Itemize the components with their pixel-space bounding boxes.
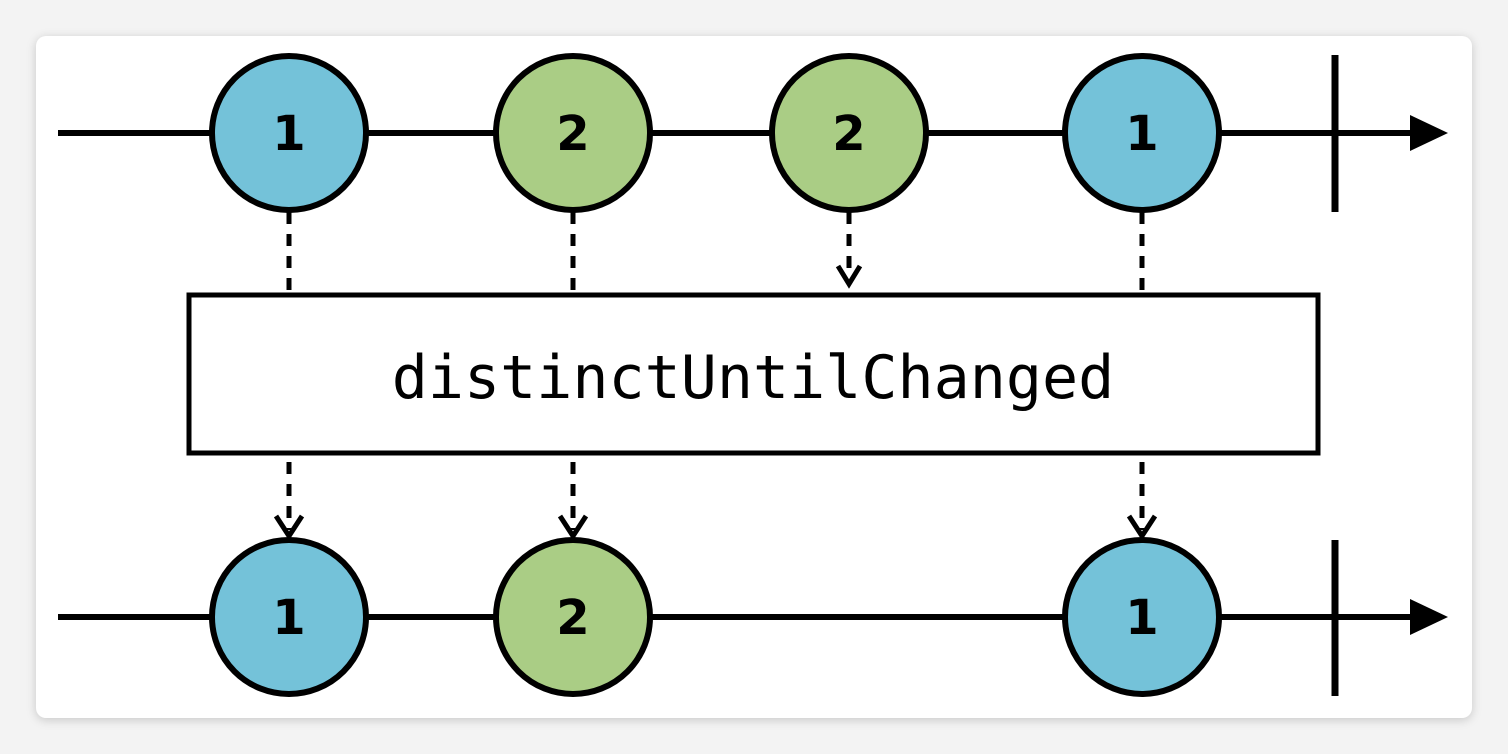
marble-label: 1 [272, 106, 305, 162]
input-marble: 2 [493, 53, 653, 213]
marble-circle [769, 53, 929, 213]
marble-circle [1062, 53, 1222, 213]
input-marble: 2 [769, 53, 929, 213]
marble-label: 2 [832, 106, 865, 162]
input-connectors [286, 212, 1145, 292]
connector-arrowhead [1126, 514, 1158, 541]
input-marble: 1 [209, 53, 369, 213]
operator-label: distinctUntilChanged [392, 343, 1114, 413]
output-timeline-arrowhead [1410, 599, 1448, 635]
input-marbles: 1 2 2 1 [209, 53, 1222, 213]
marble-circle [209, 537, 369, 697]
operator-box: distinctUntilChanged [186, 292, 1321, 456]
input-marble: 1 [1062, 53, 1222, 213]
input-timeline-arrowhead [1410, 115, 1448, 151]
marble-circle [1062, 537, 1222, 697]
output-marble: 2 [493, 537, 653, 697]
marble-circle [493, 53, 653, 213]
marble-label: 2 [556, 106, 589, 162]
marble-circle [493, 537, 653, 697]
output-marbles: 1 2 1 [209, 537, 1222, 697]
marble-label: 2 [556, 590, 589, 646]
operator-box-rect [186, 292, 1321, 456]
output-connectors [286, 462, 1145, 530]
connector-arrowhead [273, 514, 305, 541]
connector-arrowhead [835, 264, 863, 289]
connector-arrowhead [557, 514, 589, 541]
output-marble: 1 [209, 537, 369, 697]
marble-circle [209, 53, 369, 213]
marble-label: 1 [1125, 106, 1158, 162]
output-marble: 1 [1062, 537, 1222, 697]
marble-label: 1 [1125, 590, 1158, 646]
marble-label: 1 [272, 590, 305, 646]
